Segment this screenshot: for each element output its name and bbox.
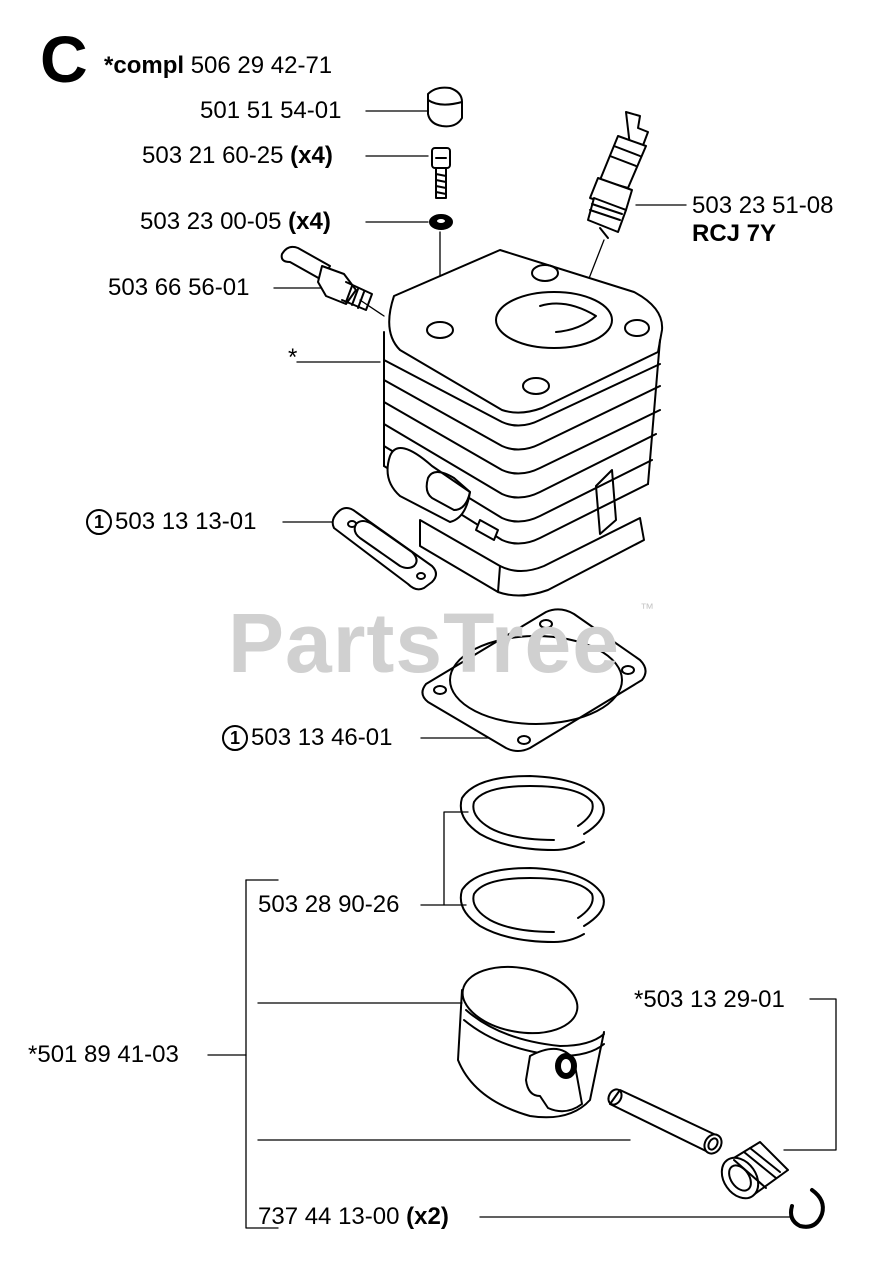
part-sublabel: RCJ 7Y [692, 220, 776, 248]
part-label[interactable]: 503 28 90-26 [258, 891, 399, 919]
part-label[interactable]: 503 66 56-01 [108, 274, 249, 302]
exhaust-gasket-part [331, 507, 437, 591]
part-number: 503 13 13-01 [115, 508, 257, 535]
piston-rings-part [459, 775, 605, 943]
part-number: 503 23 00-05 [140, 208, 282, 235]
compl-number: 506 29 42-71 [190, 52, 333, 79]
part-label[interactable]: 501 51 54-01 [200, 97, 341, 125]
part-number: 503 21 60-25 [142, 142, 284, 169]
base-gasket-part [421, 608, 647, 752]
piston-part [457, 965, 605, 1119]
watermark-logo: PartsTree [228, 596, 620, 690]
spark-plug-type: RCJ 7Y [692, 220, 777, 247]
part-number: 501 51 54-01 [200, 97, 342, 124]
assembly-number: *compl 506 29 42-71 [104, 52, 332, 80]
part-number: * [288, 344, 298, 371]
spark-plug-part [587, 111, 649, 239]
part-label[interactable]: * [288, 344, 297, 372]
valve-part [280, 245, 373, 311]
part-label[interactable]: 503 21 60-25 (x4) [142, 142, 333, 170]
part-number: *501 89 41-03 [28, 1041, 179, 1068]
part-label[interactable]: 503 23 51-08 [692, 192, 833, 220]
part-number: 503 13 46-01 [251, 724, 393, 751]
part-label[interactable]: *503 13 29-01 [634, 986, 785, 1014]
watermark-trademark: ™ [640, 600, 654, 616]
part-label[interactable]: 737 44 13-00 (x2) [258, 1203, 449, 1231]
kit-circle-badge: 1 [222, 725, 248, 751]
needle-bearing-part [720, 1141, 789, 1200]
washer-part [429, 214, 453, 230]
part-number: 503 23 51-08 [692, 192, 834, 219]
part-number: 503 66 56-01 [108, 274, 250, 301]
part-number: 737 44 13-00 [258, 1203, 400, 1230]
part-number: *503 13 29-01 [634, 986, 785, 1013]
compl-prefix: *compl [104, 52, 185, 79]
screw-part [431, 147, 451, 199]
part-quantity: (x4) [288, 208, 331, 235]
part-quantity: (x2) [406, 1203, 449, 1230]
part-quantity: (x4) [290, 142, 333, 169]
piston-pin-part [607, 1088, 723, 1155]
cap-part [427, 86, 463, 128]
part-number: 503 28 90-26 [258, 891, 400, 918]
kit-circle-badge: 1 [86, 509, 112, 535]
part-label[interactable]: 503 23 00-05 (x4) [140, 208, 331, 236]
section-letter: C [40, 22, 88, 96]
cylinder-part [383, 249, 664, 597]
circlip-part [789, 1188, 825, 1229]
part-label[interactable]: *501 89 41-03 [28, 1041, 179, 1069]
